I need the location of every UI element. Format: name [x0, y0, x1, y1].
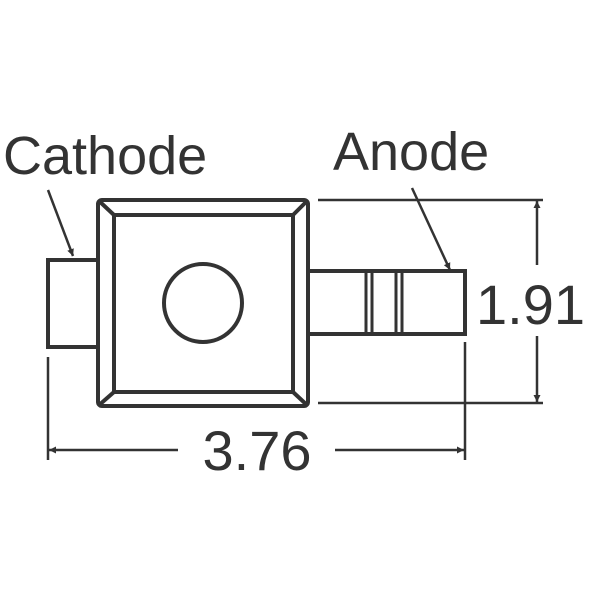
- cathode-pointer: [46, 189, 75, 257]
- anode-pointer: [410, 187, 452, 271]
- cathode-tab: [46, 258, 98, 349]
- anode-label: Anode: [333, 122, 489, 182]
- anode-lead: [308, 269, 467, 336]
- pin-marker-circle: [162, 262, 244, 344]
- width-dimension-label: 3.76: [203, 419, 312, 482]
- cathode-label: Cathode: [3, 126, 207, 186]
- anode-lead-bands: [364, 271, 404, 334]
- package-body-outer: [96, 198, 310, 408]
- package-body-inner: [112, 213, 295, 394]
- height-dimension-label: 1.91: [476, 273, 585, 336]
